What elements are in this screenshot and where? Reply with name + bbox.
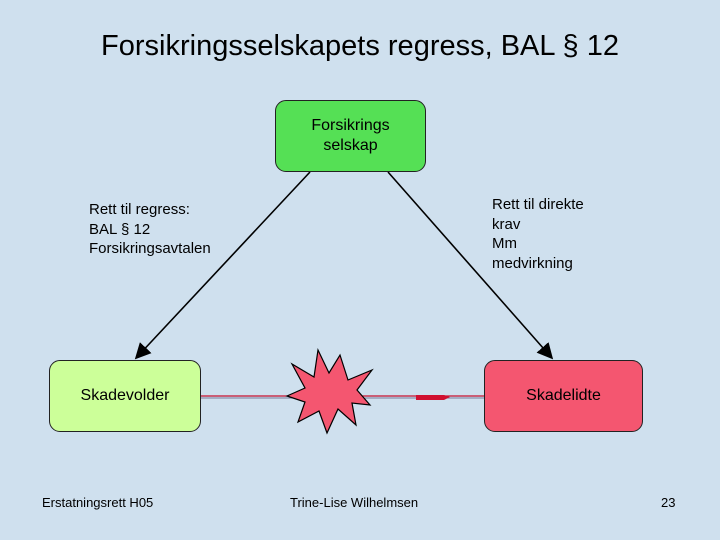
injured-node: Skadelidte [484,360,643,432]
regress-arrow [134,171,311,360]
regress-note: Rett til regress: BAL § 12 Forsikringsav… [89,201,211,257]
insurer-node: Forsikrings selskap [275,100,426,172]
slide-title: Forsikringsselskapets regress, BAL § 12 [101,30,619,62]
explosion-burst-icon [285,347,374,435]
tortfeasor-label: Skadevolder [80,387,170,404]
footer-course: Erstatningsrett H05 [42,495,154,510]
damage-arrow-icon [416,395,450,400]
injured-label: Skadelidte [526,387,601,404]
insurer-label: Forsikrings selskap [311,117,390,154]
footer-author: Trine-Lise Wilhelmsen [290,495,419,510]
direct-claim-arrow [387,171,554,360]
slide-number: 23 [661,495,676,510]
tortfeasor-node: Skadevolder [49,360,201,432]
direct-claim-note: Rett til direkte krav Mm medvirkning [492,196,584,272]
